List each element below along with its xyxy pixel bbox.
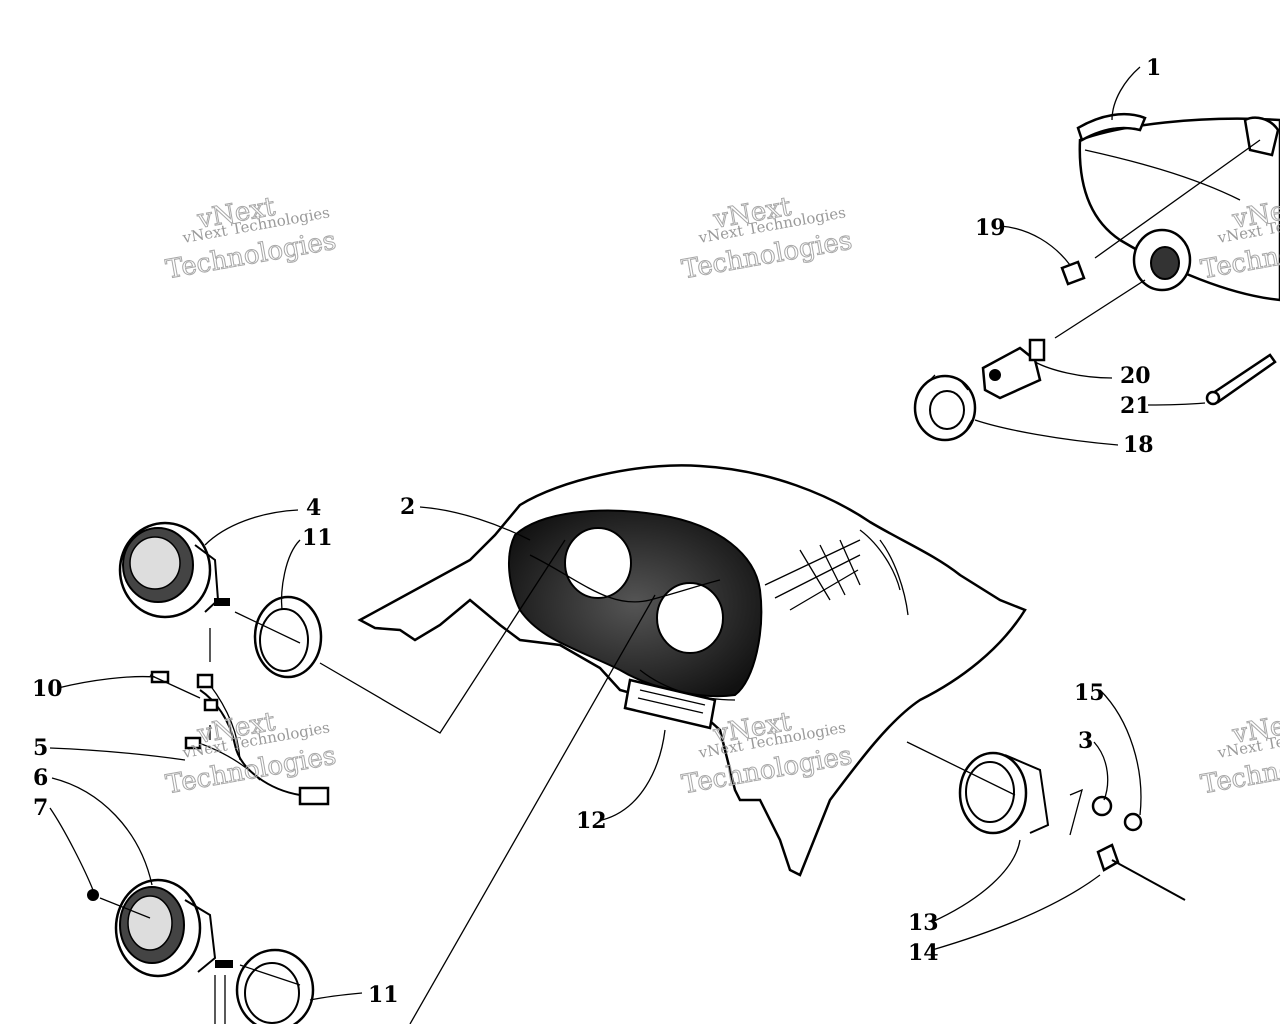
watermark-6: vNext vNext Technologies Technologies (1198, 706, 1280, 800)
callout-4: 4 (306, 495, 321, 521)
callout-7: 7 (33, 795, 48, 821)
callout-11-top: 11 (302, 525, 333, 551)
callout-20: 20 (1120, 363, 1151, 389)
callout-11-bottom: 11 (368, 982, 399, 1008)
retaining-ring (913, 374, 977, 442)
gauge-4 (118, 521, 230, 619)
callout-15: 15 (1074, 680, 1105, 706)
gauge-6 (114, 878, 233, 978)
headlight-housing (1076, 112, 1280, 302)
watermark-4: vNext vNext Technologies Technologies (163, 706, 339, 800)
callout-10: 10 (32, 676, 63, 702)
callout-labels: 1 19 20 21 18 4 11 2 10 5 6 7 11 12 15 3… (32, 55, 1161, 1008)
leader-lines (49, 66, 1206, 1001)
watermark-1: vNext vNext Technologies Technologies (163, 191, 339, 285)
callout-21: 21 (1120, 393, 1151, 419)
screw-21 (1205, 353, 1277, 406)
callout-14: 14 (908, 940, 939, 966)
instrument-cowl (357, 464, 1027, 877)
wiring-harness (150, 670, 330, 806)
headlight-bulb (981, 338, 1046, 400)
assembly-lines (99, 139, 1261, 1024)
screw-7 (87, 889, 99, 901)
watermark-2: vNext vNext Technologies Technologies (679, 191, 855, 285)
callout-13: 13 (908, 910, 939, 936)
callout-3: 3 (1078, 728, 1093, 754)
callout-18: 18 (1123, 432, 1154, 458)
bezel-ring-top (253, 595, 323, 679)
callout-2: 2 (400, 494, 415, 520)
callout-12: 12 (576, 808, 607, 834)
callout-5: 5 (33, 735, 48, 761)
callout-6: 6 (33, 765, 48, 791)
callout-1: 1 (1146, 55, 1161, 81)
bezel-ring-bottom (235, 948, 315, 1024)
callout-19: 19 (975, 215, 1006, 241)
screw-19 (1060, 260, 1086, 286)
